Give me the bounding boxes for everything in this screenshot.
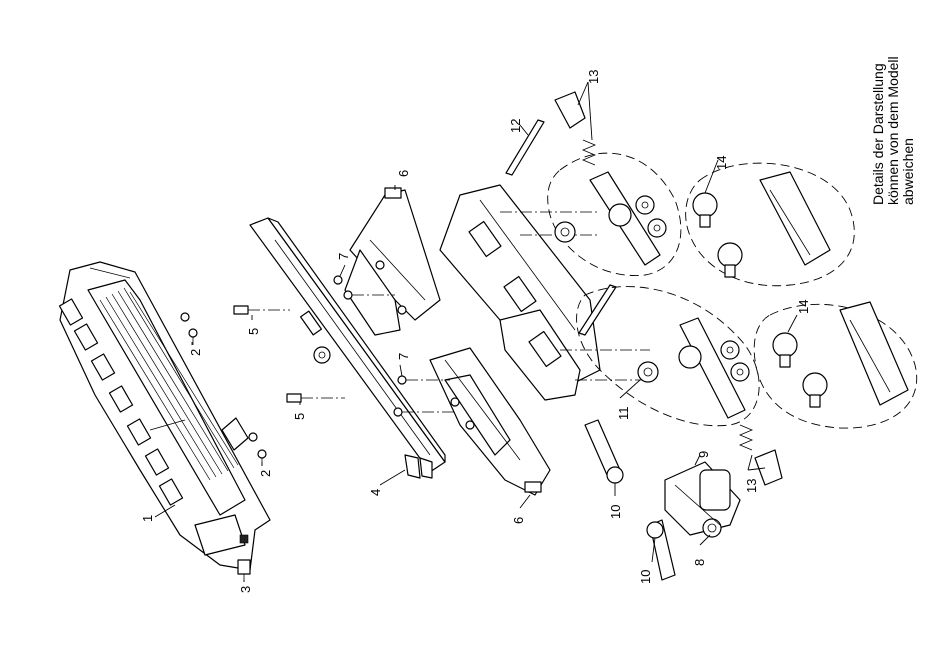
callout-4: 4	[368, 489, 383, 496]
callout-6b: 6	[511, 517, 526, 524]
callout-13a: 13	[586, 70, 601, 84]
callout-2a: 2	[188, 349, 203, 356]
part-8-9-motor	[665, 462, 740, 537]
callout-11: 11	[616, 407, 631, 421]
callout-12: 12	[508, 119, 523, 133]
note-line-3: abweichen	[900, 138, 916, 205]
callout-10a: 10	[608, 505, 623, 519]
callout-5a: 5	[246, 328, 261, 335]
callout-14b: 14	[796, 300, 811, 314]
callout-1: 1	[140, 515, 155, 522]
callout-14a: 14	[714, 156, 729, 170]
callout-3: 3	[238, 586, 253, 593]
callout-8: 8	[692, 559, 707, 566]
upper-gear-assembly	[548, 153, 681, 275]
part-13-spring-lower	[740, 425, 782, 485]
lower-gear-assembly	[577, 287, 760, 426]
callout-7b: 7	[396, 353, 411, 360]
part-14-wheelsets-lower	[754, 302, 917, 428]
callout-10b: 10	[638, 570, 653, 584]
callout-5b: 5	[292, 413, 307, 420]
callout-7a: 7	[336, 253, 351, 260]
callout-9: 9	[696, 451, 711, 458]
part-6-frame-upper	[345, 188, 440, 335]
part-14-wheelsets-upper	[686, 163, 855, 286]
callout-13b: 13	[744, 479, 759, 493]
note-line-1: Details der Darstellung	[870, 63, 886, 205]
callout-2b: 2	[258, 470, 273, 477]
part-10-worm-shafts	[585, 420, 675, 580]
callout-6a: 6	[396, 170, 411, 177]
note-line-2: können von dem Modell	[885, 56, 901, 205]
part-3-coupler	[238, 560, 250, 582]
disclaimer-note: Details der Darstellung können von dem M…	[870, 56, 916, 205]
